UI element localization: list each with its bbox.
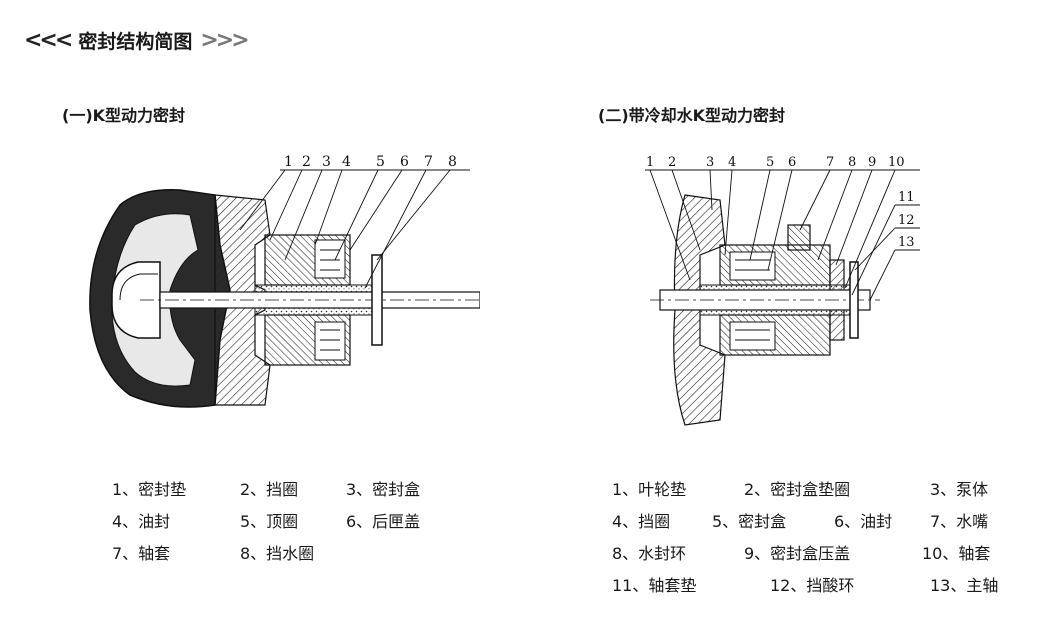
k-seal-callout-numbers: 1 2 3 4 5 6 7 8 — [284, 154, 457, 170]
legend-item: 5、顶圈 — [240, 512, 299, 531]
cool-callout-10: 10 — [888, 155, 905, 170]
legend-item: 3、密封盒 — [346, 480, 421, 499]
left-chevrons: <<< — [24, 27, 73, 53]
legend-item: 1、密封垫 — [112, 480, 187, 499]
cool-callout-9: 9 — [868, 155, 876, 170]
legend-item: 1、叶轮垫 — [612, 480, 687, 499]
section-header: <<< 密封结构简图 >>> — [24, 24, 250, 56]
callout-7: 7 — [424, 154, 433, 170]
cool-callout-13: 13 — [898, 235, 915, 250]
callout-8: 8 — [448, 154, 457, 170]
hub-cap — [111, 261, 161, 339]
cool-callouts-lines — [645, 169, 920, 301]
cool-callout-11: 11 — [898, 190, 915, 205]
cool-callout-1: 1 — [646, 155, 654, 170]
legend-item: 5、密封盒 — [712, 512, 787, 531]
cool-callout-5: 5 — [766, 155, 774, 170]
water-nozzle — [787, 224, 811, 251]
cooled-k-seal-diagram: 1 2 3 4 5 6 7 8 9 10 11 12 13 — [645, 155, 920, 426]
k-seal-title: (一)K型动力密封 — [62, 106, 186, 125]
legend-item: 4、油封 — [112, 512, 171, 531]
legend-item: 2、挡圈 — [240, 480, 299, 499]
legend-item: 12、挡酸环 — [770, 576, 855, 595]
water-ring — [371, 254, 383, 346]
cool-callout-6: 6 — [788, 155, 796, 170]
legend-item: 7、水嘴 — [930, 512, 989, 531]
cool-callout-8: 8 — [848, 155, 856, 170]
cool-callout-4: 4 — [728, 155, 736, 170]
callout-1: 1 — [284, 154, 293, 170]
cool-callout-numbers: 1 2 3 4 5 6 7 8 9 10 11 12 13 — [646, 155, 915, 250]
legend-item: 10、轴套 — [922, 544, 991, 563]
oil-seal-upper — [314, 239, 346, 279]
cool-callout-3: 3 — [706, 155, 714, 170]
k-seal-diagram: 1 2 3 4 5 6 7 8 — [89, 154, 480, 408]
legend-item: 6、油封 — [834, 512, 893, 531]
cool-callout-7: 7 — [826, 155, 834, 170]
callout-5: 5 — [376, 154, 385, 170]
legend-item: 4、挡圈 — [612, 512, 671, 531]
legend-item: 6、后匣盖 — [346, 512, 421, 531]
oil-seal-lower — [314, 321, 346, 361]
right-chevrons: >>> — [200, 27, 249, 53]
legend-item: 8、挡水圈 — [240, 544, 315, 563]
legend-item: 2、密封盒垫圈 — [744, 480, 851, 499]
callout-6: 6 — [400, 154, 409, 170]
callout-4: 4 — [342, 154, 351, 170]
legend-item: 11、轴套垫 — [612, 576, 697, 595]
cool-callout-12: 12 — [898, 213, 915, 228]
acid-ring — [849, 261, 859, 339]
cool-callout-2: 2 — [668, 155, 676, 170]
callout-3: 3 — [322, 154, 331, 170]
legend-item: 3、泵体 — [930, 480, 989, 499]
legend-item: 7、轴套 — [112, 544, 171, 563]
legend-item: 9、密封盒压盖 — [744, 544, 851, 563]
k-seal-callouts — [239, 169, 470, 289]
legend-item: 13、主轴 — [930, 576, 999, 595]
cooled-k-seal-title: (二)带冷却水K型动力密封 — [598, 106, 786, 125]
header-title: 密封结构简图 — [78, 30, 193, 53]
legend-item: 8、水封环 — [612, 544, 687, 563]
callout-2: 2 — [302, 154, 311, 170]
